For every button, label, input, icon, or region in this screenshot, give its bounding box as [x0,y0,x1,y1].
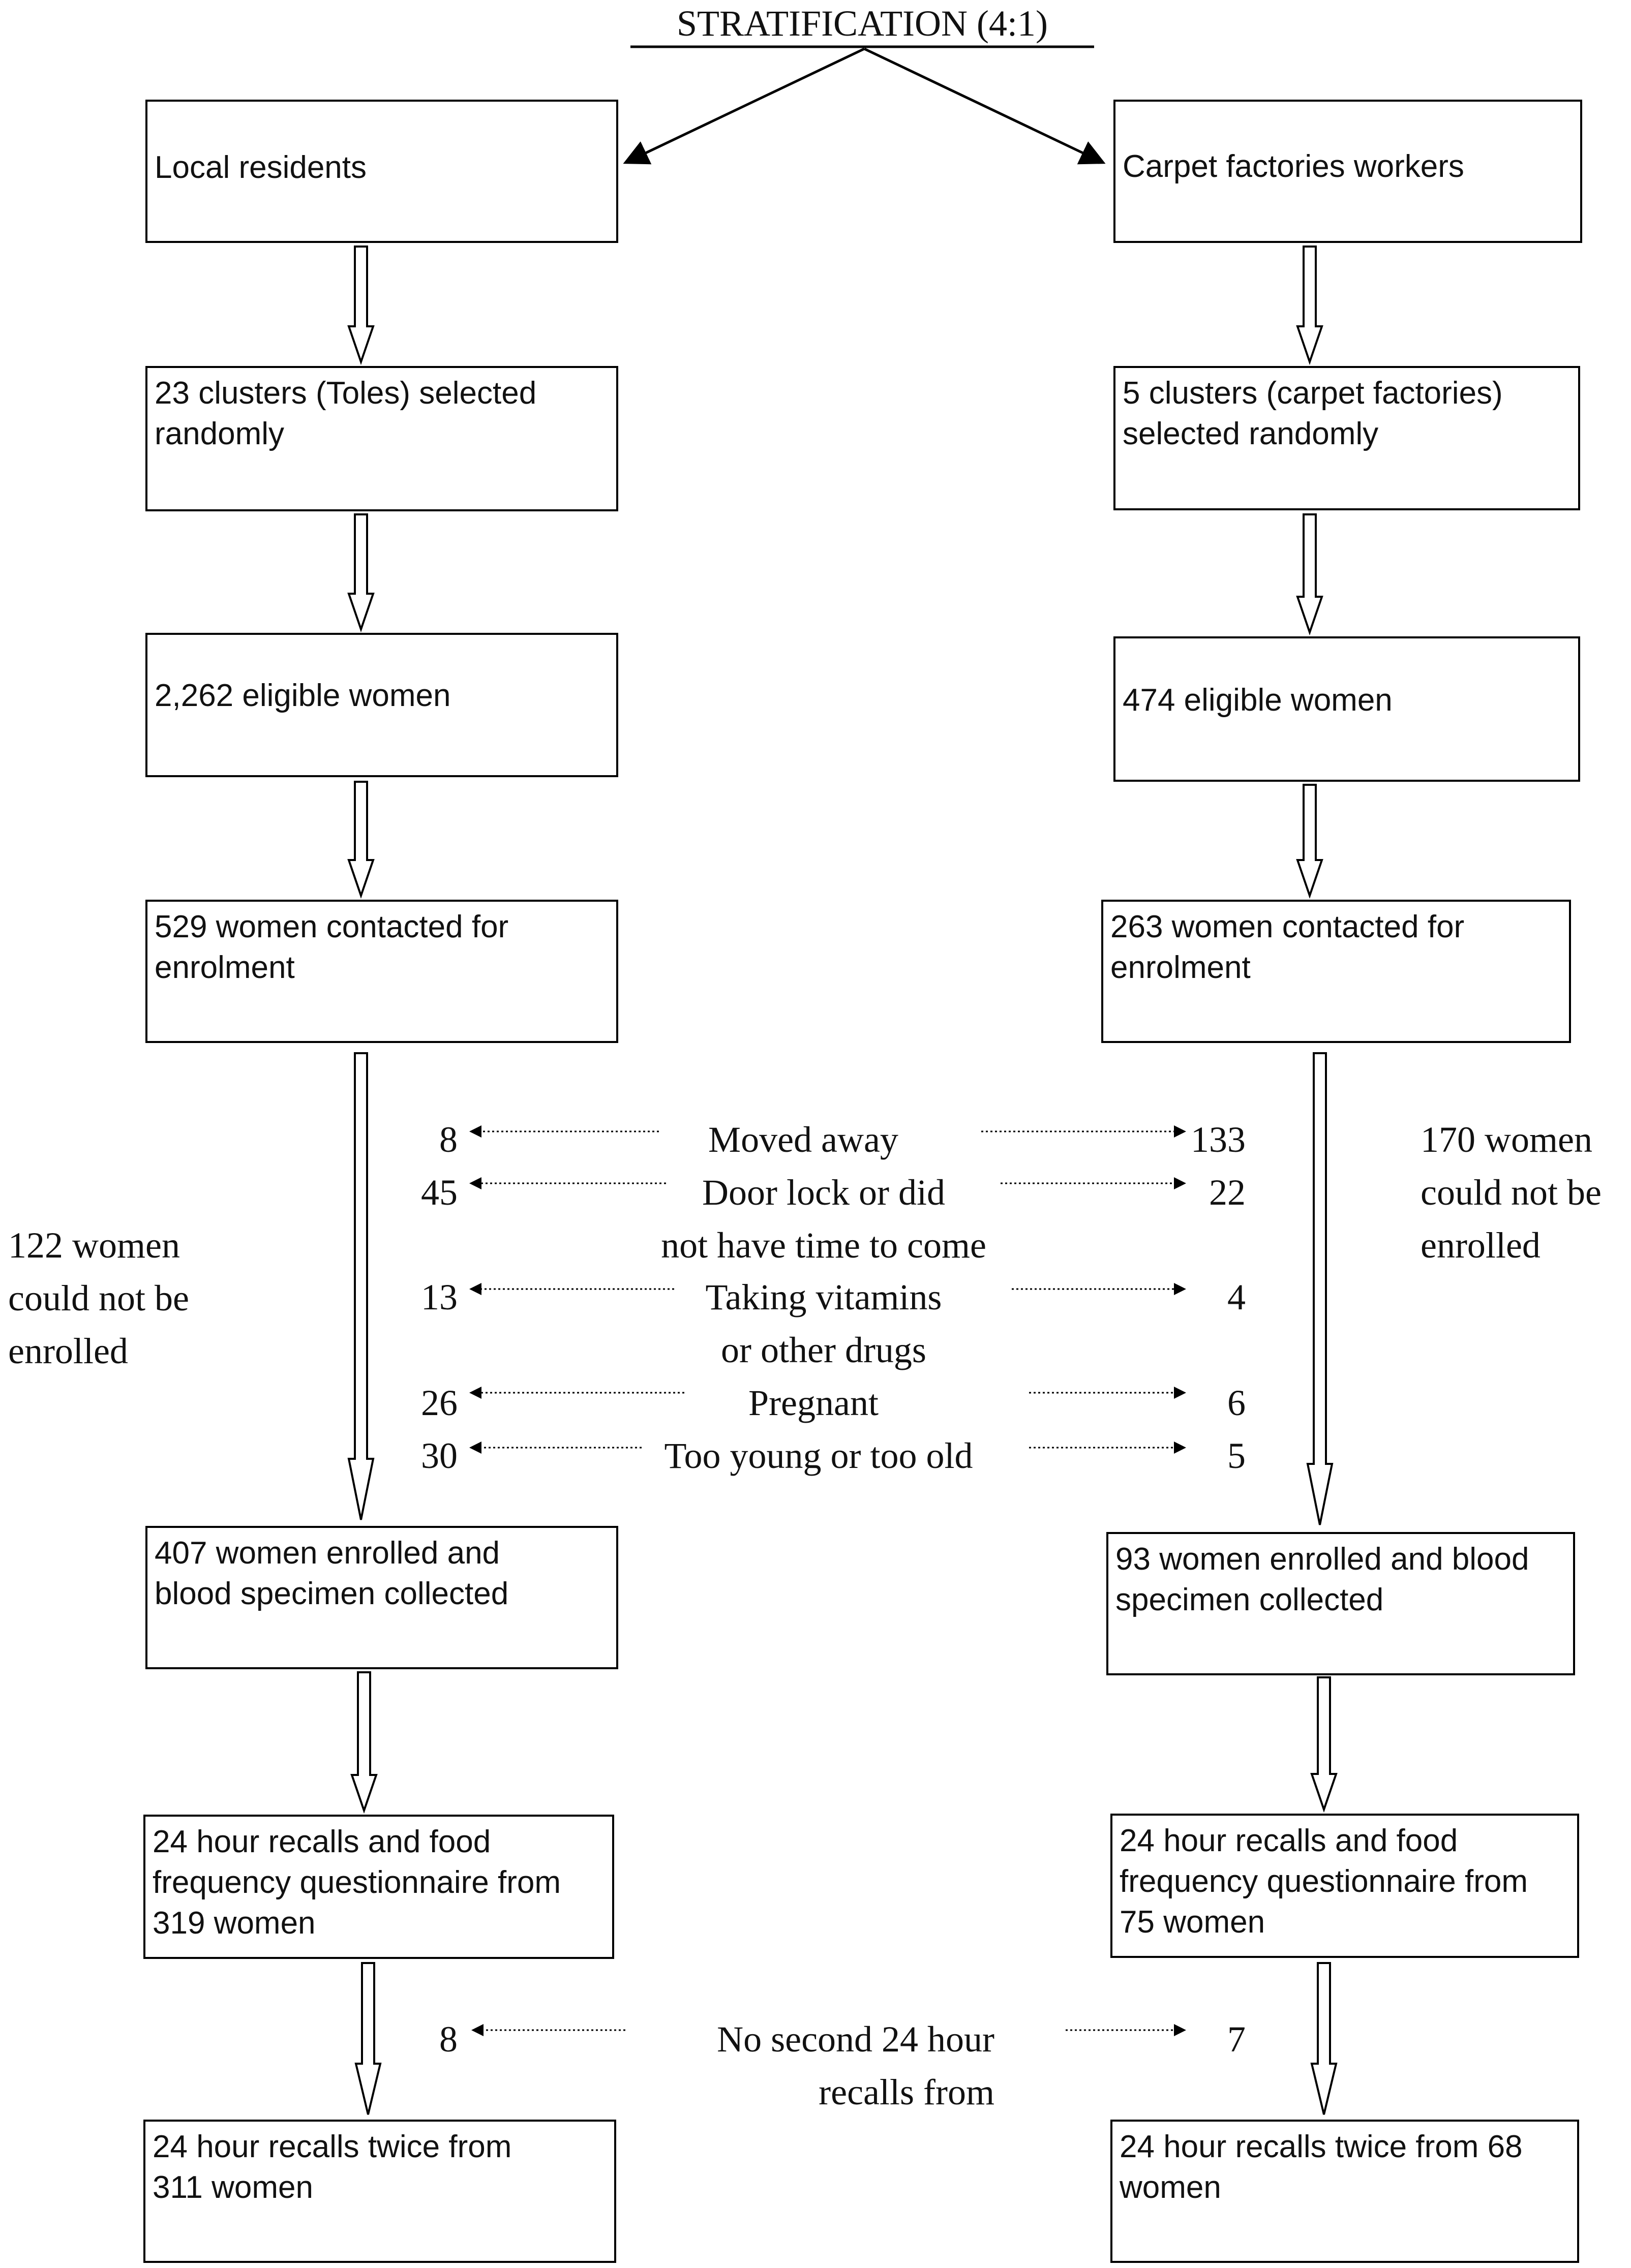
reason-age: Too young or too old [664,1435,973,1476]
left-box-label: 24 hour recalls twice from 311 women [153,2129,512,2205]
right-box-eligible: 474 eligible women [1113,636,1580,782]
left-box-recalls-twice: 24 hour recalls twice from 311 women [143,2120,616,2263]
left-count-pregnant: 26 [421,1383,458,1423]
split-arrow-right [863,47,1106,165]
down-arrow-right-1 [1296,246,1323,365]
right-box-contacted: 263 women contacted for enrolment [1101,900,1571,1043]
down-arrow-left-3 [347,781,375,899]
right-box-label: 474 eligible women [1123,683,1393,718]
no-second-recall-label: No second 24 hour recalls from [717,2019,994,2112]
down-arrow-left-5 [350,1671,378,1814]
down-arrow-right-6 [1310,1962,1338,2115]
right-count-vitamins: 4 [1227,1277,1246,1317]
right-box-label: 5 clusters (carpet factories) selected r… [1123,376,1503,451]
reason-moved-away: Moved away [708,1119,898,1160]
left-box-recalls-ffq: 24 hour recalls and food frequency quest… [143,1815,614,1959]
right-count-moved-away: 133 [1191,1119,1246,1160]
left-box-local-residents: Local residents [145,100,618,243]
right-box-label: 93 women enrolled and blood specimen col… [1115,1542,1529,1617]
right-count-no-second-recall: 7 [1227,2019,1246,2060]
left-count-age: 30 [421,1435,458,1476]
left-not-enrolled-label: 122 women could not be enrolled [8,1225,189,1371]
down-arrow-left-2 [347,513,375,633]
left-box-eligible: 2,262 eligible women [145,633,618,777]
stratification-title: STRATIFICATION (4:1) [677,3,1048,44]
right-box-carpet-workers: Carpet factories workers [1113,100,1582,243]
down-arrow-right-5 [1310,1676,1338,1813]
left-box-label: 24 hour recalls and food frequency quest… [153,1824,561,1941]
right-box-label: 24 hour recalls twice from 68 women [1120,2129,1523,2205]
left-box-clusters: 23 clusters (Toles) selected randomly [145,366,618,511]
reason-pregnant: Pregnant [748,1383,879,1423]
right-box-label: 263 women contacted for enrolment [1110,909,1465,985]
right-box-recalls-twice: 24 hour recalls twice from 68 women [1110,2120,1579,2263]
reason-door-lock: Door lock or did not have time to come [661,1172,986,1266]
reason-taking-vitamins: Taking vitamins or other drugs [705,1277,942,1370]
down-arrow-right-2 [1296,513,1323,636]
left-count-vitamins: 13 [421,1277,458,1317]
left-count-moved-away: 8 [439,1119,458,1160]
left-box-contacted: 529 women contacted for enrolment [145,900,618,1043]
left-box-label: 2,262 eligible women [155,678,451,713]
left-box-label: 23 clusters (Toles) selected randomly [155,376,537,451]
split-arrow-left [623,47,865,165]
right-box-clusters: 5 clusters (carpet factories) selected r… [1113,366,1580,510]
left-count-no-second-recall: 8 [439,2019,458,2060]
right-not-enrolled-label: 170 women could not be enrolled [1421,1119,1602,1266]
right-box-enrolled: 93 women enrolled and blood specimen col… [1106,1532,1575,1675]
right-count-pregnant: 6 [1227,1383,1246,1423]
right-box-label: Carpet factories workers [1123,149,1464,184]
down-arrow-left-4 [347,1052,375,1520]
right-count-door-lock: 22 [1209,1172,1246,1213]
left-count-door-lock: 45 [421,1172,458,1213]
left-box-label: Local residents [155,150,367,185]
down-arrow-right-3 [1296,784,1323,899]
right-count-age: 5 [1227,1435,1246,1476]
left-box-label: 529 women contacted for enrolment [155,909,509,985]
left-box-enrolled: 407 women enrolled and blood specimen co… [145,1526,618,1669]
down-arrow-right-4 [1306,1052,1334,1525]
right-box-recalls-ffq: 24 hour recalls and food frequency quest… [1110,1814,1579,1958]
left-box-label: 407 women enrolled and blood specimen co… [155,1536,509,1611]
right-box-label: 24 hour recalls and food frequency quest… [1120,1823,1528,1940]
down-arrow-left-6 [354,1962,382,2115]
down-arrow-left-1 [347,246,375,365]
